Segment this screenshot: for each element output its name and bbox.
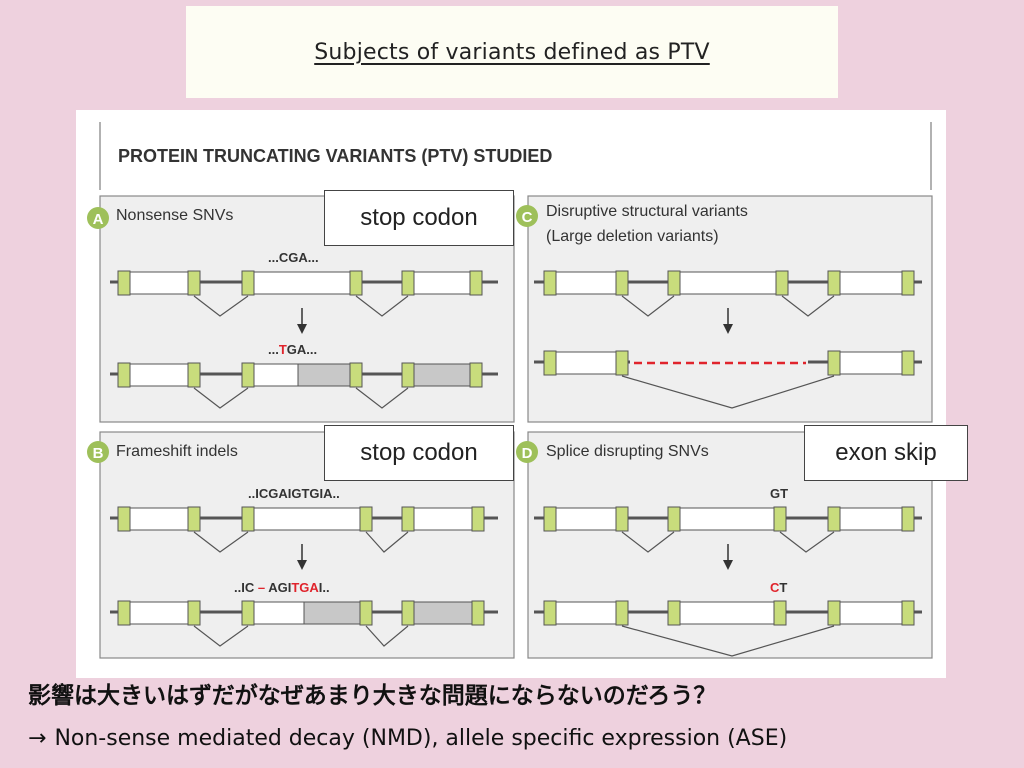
arrow-right-icon: → [28, 726, 47, 751]
callout-stop-codon-1: stop codon [324, 190, 514, 246]
panel-c-gene-top [534, 270, 922, 317]
panel-d-seq-top: GT [770, 486, 788, 501]
panel-a-gene-top [110, 270, 498, 317]
panel-d-title: Splice disrupting SNVs [546, 443, 709, 460]
footer-answer-line: → Non-sense mediated decay (NMD), allele … [28, 726, 787, 751]
panel-c-letter: C [522, 209, 533, 226]
panel-d-letter: D [522, 445, 533, 462]
footer-question: 影響は大きいはずだがなぜあまり大きな問題にならないのだろう？ [28, 683, 717, 709]
panel-b-arrow [297, 544, 307, 570]
figure-header: PROTEIN TRUNCATING VARIANTS (PTV) STUDIE… [118, 146, 552, 166]
panel-a-title: Nonsense SNVs [116, 207, 233, 224]
panel-d: D Splice disrupting SNVs GT [516, 431, 933, 659]
title-box: Subjects of variants defined as PTV [186, 6, 838, 98]
panel-d-gene-bottom [534, 600, 922, 657]
panel-c-title-line2: (Large deletion variants) [546, 228, 719, 245]
panel-a-badge [87, 207, 109, 229]
panel-a-seq-top: ...CGA... [268, 250, 319, 265]
panel-b-title: Frameshift indels [116, 443, 238, 460]
panel-d-arrow [723, 544, 733, 570]
panel-a-gene-bottom [110, 362, 498, 409]
panel-c-badge [516, 205, 538, 227]
panel-c: C Disruptive structural variants (Large … [516, 195, 933, 423]
panel-b-gene-top [110, 506, 498, 553]
panel-c-title-line1: Disruptive structural variants [546, 203, 748, 220]
panel-d-seq-bottom: CT [770, 580, 787, 595]
footer-answer: Non-sense mediated decay (NMD), allele s… [54, 726, 788, 751]
ptv-diagram: PROTEIN TRUNCATING VARIANTS (PTV) STUDIE… [87, 122, 933, 659]
panel-a-arrow [297, 308, 307, 334]
panel-c-box [527, 195, 933, 423]
slide-title: Subjects of variants defined as PTV [314, 40, 710, 65]
panel-d-badge [516, 441, 538, 463]
panel-d-gene-top [534, 506, 922, 553]
panel-a-seq-bottom: ...TGA... [268, 342, 317, 357]
panel-b-seq-top: ..ICGAIGTGIA.. [248, 486, 340, 501]
panel-b-seq-bottom: ..IC – AGITGAI.. [234, 580, 330, 595]
callout-exon-skip: exon skip [804, 425, 968, 481]
panel-a-letter: A [93, 211, 104, 228]
panel-c-arrow [723, 308, 733, 334]
panel-c-gene-bottom [534, 350, 922, 409]
panel-b-gene-bottom [110, 600, 498, 647]
callout-stop-codon-2: stop codon [324, 425, 514, 481]
panel-b-badge [87, 441, 109, 463]
panel-b-letter: B [93, 445, 104, 462]
